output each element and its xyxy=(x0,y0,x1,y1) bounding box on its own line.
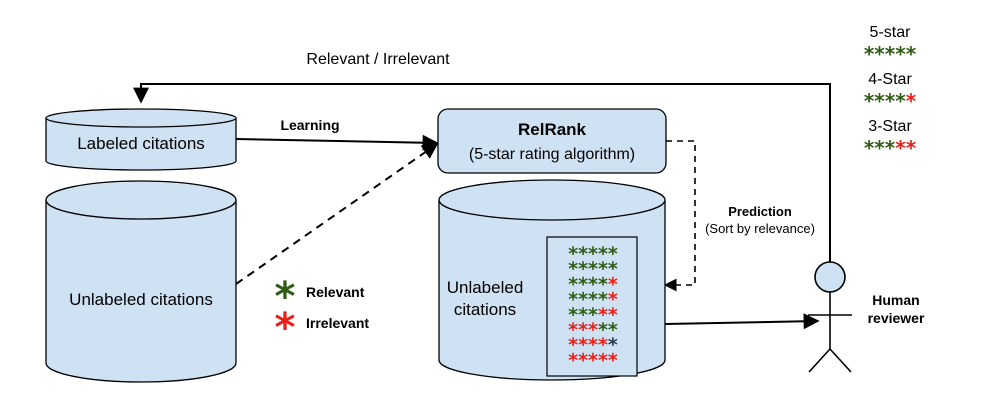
stick-figure-icon xyxy=(808,261,852,373)
green-asterisk-icon: * xyxy=(275,274,296,320)
rating-key-stars: ***** xyxy=(864,89,917,113)
prediction-subtitle: (Sort by relevance) xyxy=(705,221,815,236)
relrank-title: RelRank xyxy=(518,120,587,139)
prediction-arrow xyxy=(663,140,696,292)
unlabeled-citations-right-label-2: citations xyxy=(454,300,516,319)
labeled-citations-label: Labeled citations xyxy=(77,134,205,153)
unlabeled-citations-right-label-1: Unlabeled xyxy=(447,278,524,297)
rating-key-stars: ***** xyxy=(864,136,917,160)
unlabeled-citations-left-label: Unlabeled citations xyxy=(69,290,213,309)
rating-key-label: 5-star xyxy=(870,24,912,41)
unlabeled-citations-db-left: Unlabeled citations xyxy=(45,180,237,383)
labeled-citations-db: Labeled citations xyxy=(45,108,237,171)
legend-relevant-label: Relevant xyxy=(306,284,365,300)
legend-irrelevant-label: Irrelevant xyxy=(306,315,369,331)
ranked-star-row: ***** xyxy=(568,334,618,356)
citations-to-reviewer-arrow xyxy=(664,313,820,330)
legend: * Relevant * Irrelevant xyxy=(275,274,370,351)
ranked-list-box xyxy=(546,236,638,377)
ranked-list: **************************************** xyxy=(568,243,618,371)
ranked-star-row: ***** xyxy=(568,304,618,326)
unlabeled-to-relrank-arrow xyxy=(235,143,439,285)
feedback-arrow xyxy=(133,83,831,262)
ratings-key: 5-star*****4-Star*****3-Star***** xyxy=(864,24,917,160)
relrank-subtitle: (5-star rating algorithm) xyxy=(469,146,635,163)
ranked-star-row: ***** xyxy=(568,273,618,295)
rating-key-stars: ***** xyxy=(864,42,917,66)
reviewer-label-1: Human xyxy=(872,292,919,308)
rating-key-label: 4-Star xyxy=(868,71,912,88)
ranked-star-row: ***** xyxy=(568,243,618,265)
learning-label: Learning xyxy=(280,117,339,133)
learning-arrow xyxy=(235,134,439,151)
reviewer-label-2: reviewer xyxy=(868,310,925,326)
ranked-star-row: ***** xyxy=(568,319,618,341)
ranked-star-row: ***** xyxy=(568,289,618,311)
rating-key-label: 3-Star xyxy=(868,118,912,135)
ranked-star-row: ***** xyxy=(568,258,618,280)
unlabeled-citations-db-right: Unlabeled citations ********************… xyxy=(438,179,666,381)
relrank-box: RelRank (5-star rating algorithm) xyxy=(437,108,667,174)
red-asterisk-icon: * xyxy=(275,305,296,351)
prediction-title: Prediction xyxy=(728,204,792,219)
ranked-star-row: ***** xyxy=(568,349,618,371)
feedback-label: Relevant / Irrelevant xyxy=(306,51,450,68)
